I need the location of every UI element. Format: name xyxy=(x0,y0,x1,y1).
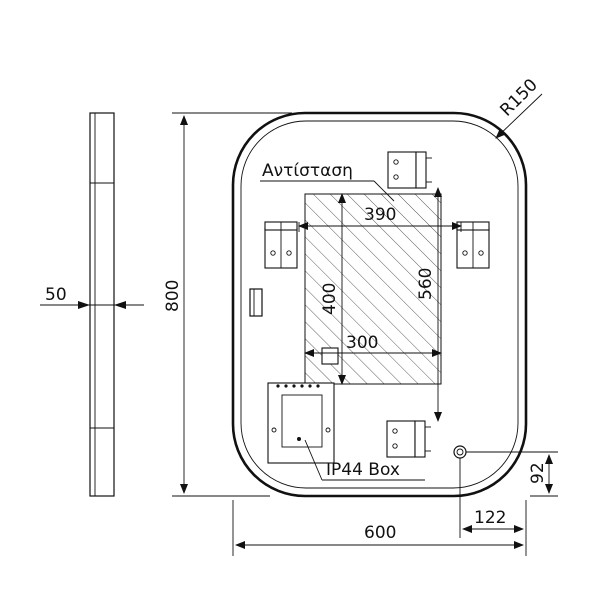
ip44-label: IP44 Box xyxy=(326,460,400,480)
dimension-outlet-y: 92 xyxy=(466,451,558,497)
switch-slot xyxy=(249,288,263,317)
dim-heater-height-label: 400 xyxy=(320,283,340,315)
side-view xyxy=(89,112,115,497)
cable-outlet xyxy=(453,445,467,459)
bracket-bottom xyxy=(386,420,431,458)
dimension-outlet-x: 122 xyxy=(459,458,524,538)
dim-height-label: 800 xyxy=(163,280,183,312)
dimension-radius: R150 xyxy=(495,75,543,139)
junction-box xyxy=(321,347,339,365)
dimension-thickness: 50 xyxy=(40,285,144,309)
dim-width-label: 600 xyxy=(364,523,396,543)
dim-inner-width-label: 300 xyxy=(346,333,378,353)
dimension-inner-width: 300 xyxy=(304,333,442,357)
mirror-outline-outer xyxy=(231,111,528,498)
mirror-outline-inner xyxy=(240,120,519,489)
bracket-right xyxy=(456,221,490,269)
dimension-height: 800 xyxy=(163,112,292,497)
resistor-label: Αντίσταση xyxy=(262,161,353,181)
dim-bracket-span-label: 560 xyxy=(416,268,436,300)
dim-heater-width-label: 390 xyxy=(364,205,396,225)
bracket-left xyxy=(264,221,298,269)
mirror-front xyxy=(231,111,528,498)
dimension-bracket-span: 560 xyxy=(416,187,442,422)
ip44-box xyxy=(267,382,335,464)
side-profile xyxy=(89,112,115,497)
resistor-callout: Αντίσταση xyxy=(260,161,395,202)
ip44-callout: IP44 Box xyxy=(304,439,425,481)
bracket-top xyxy=(387,151,432,189)
dimension-width: 600 xyxy=(232,500,527,556)
dim-outlet-y-label: 92 xyxy=(528,462,548,484)
dim-thickness-label: 50 xyxy=(45,285,67,305)
dim-outlet-x-label: 122 xyxy=(474,508,506,528)
dim-radius-label: R150 xyxy=(496,75,541,120)
